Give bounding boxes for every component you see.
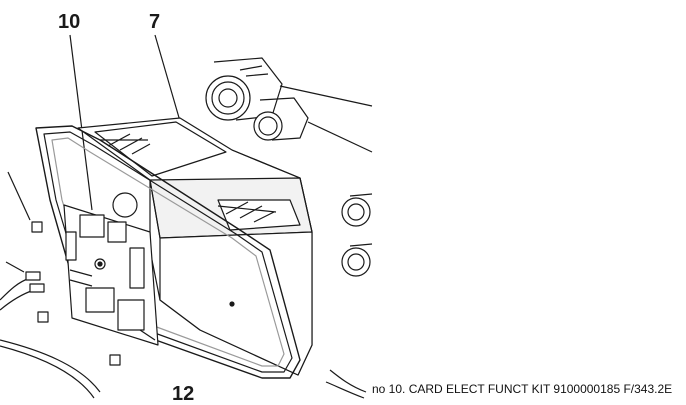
leader-line-7	[154, 34, 183, 129]
screw-bottom	[109, 354, 121, 366]
callout-number-12: 12	[172, 383, 195, 405]
circuit-board-card	[63, 204, 159, 346]
leader-line-10	[69, 34, 93, 211]
screw-left	[7, 171, 43, 233]
mounting-rail-curve	[0, 339, 101, 393]
cable-connectors	[0, 261, 45, 311]
cable-gland-right-bottom	[341, 243, 373, 277]
cable-gland-large	[205, 57, 373, 121]
callout-number-7: 7	[149, 11, 161, 33]
callout-number-10: 10	[58, 11, 81, 33]
cable-gland-small	[253, 97, 373, 153]
screw-bottom-left	[37, 311, 49, 323]
cable-bottom	[325, 369, 367, 399]
cable-gland-right-top	[341, 193, 373, 227]
part-caption: no 10. CARD ELECT FUNCT KIT 9100000185 F…	[372, 382, 673, 396]
enclosure-box	[77, 117, 313, 376]
